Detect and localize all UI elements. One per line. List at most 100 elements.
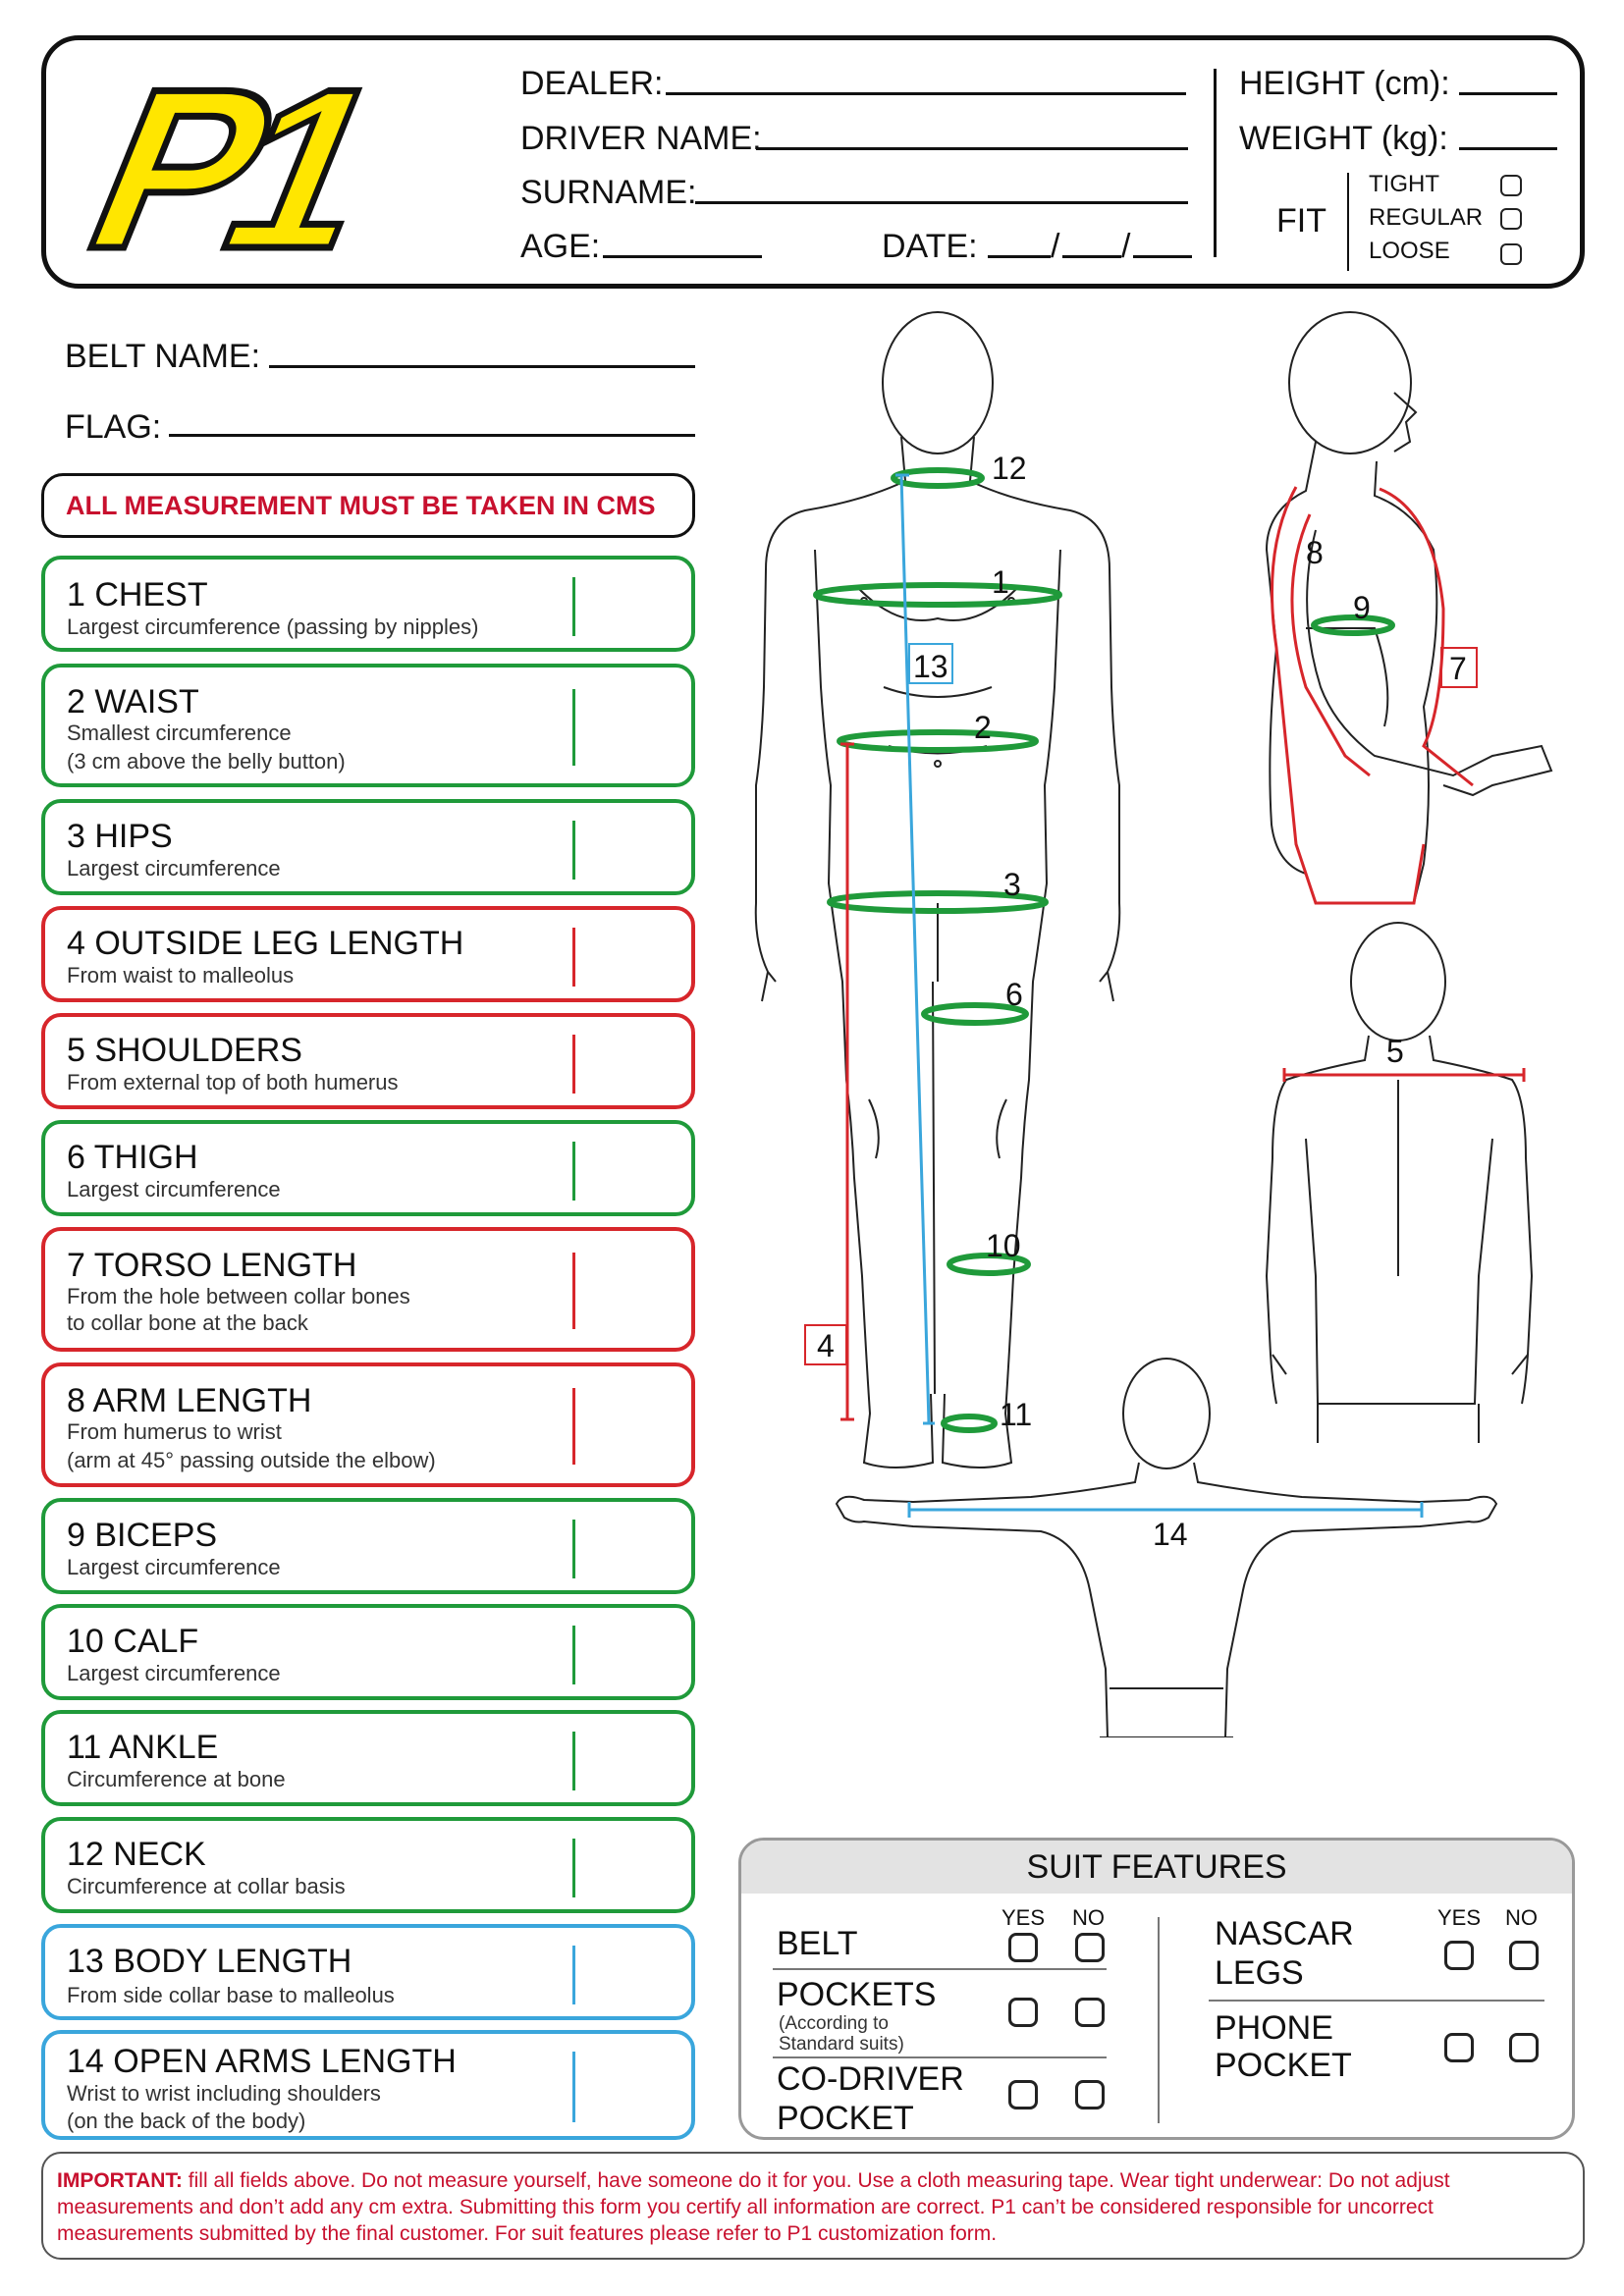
age-label: AGE:: [520, 228, 601, 265]
nascar-legs-label: LEGS: [1215, 1954, 1304, 1992]
date-label: DATE:: [882, 228, 978, 265]
codriver-pocket-no-checkbox[interactable]: [1075, 2080, 1105, 2109]
yes-header: YES: [1001, 1905, 1046, 1930]
measurement-input[interactable]: [572, 1388, 575, 1465]
fit-loose-checkbox[interactable]: [1500, 243, 1522, 265]
nascar-legs-no-checkbox[interactable]: [1509, 1941, 1539, 1970]
measurement-description: Largest circumference: [67, 856, 281, 881]
measurement-description: From side collar base to malleolus: [67, 1983, 395, 2007]
measurement-description: From waist to malleolus: [67, 963, 295, 988]
driver-name-field[interactable]: [756, 147, 1188, 150]
fit-regular-checkbox[interactable]: [1500, 208, 1522, 230]
age-field[interactable]: [603, 255, 762, 258]
measurement-title: 5 SHOULDERS: [67, 1032, 302, 1069]
measurement-description: Largest circumference (passing by nipple…: [67, 614, 479, 639]
torso-label: 7: [1449, 651, 1467, 686]
measurement-title: 13 BODY LENGTH: [67, 1943, 352, 1980]
measurement-row-shoulders: 5 SHOULDERS From external top of both hu…: [41, 1013, 695, 1109]
hips-mark: [827, 890, 1049, 914]
weight-label: WEIGHT (kg):: [1239, 120, 1448, 157]
logo-text: P1: [67, 61, 413, 267]
measurement-row-torso-length: 7 TORSO LENGTH From the hole between col…: [41, 1227, 695, 1352]
date-month-field[interactable]: [1062, 255, 1121, 258]
measurement-input[interactable]: [572, 1035, 575, 1094]
divider: [1209, 2000, 1544, 2002]
suit-features-title: SUIT FEATURES: [741, 1841, 1572, 1894]
measurement-input[interactable]: [572, 928, 575, 987]
weight-field[interactable]: [1459, 147, 1557, 150]
measurement-input[interactable]: [572, 1142, 575, 1201]
ankle-mark: [941, 1414, 998, 1433]
phone-pocket-yes-checkbox[interactable]: [1444, 2033, 1474, 2062]
measurement-row-biceps: 9 BICEPS Largest circumference: [41, 1498, 695, 1594]
important-label: IMPORTANT:: [57, 2169, 183, 2192]
biceps-label: 9: [1353, 590, 1371, 625]
measurement-row-hips: 3 HIPS Largest circumference: [41, 799, 695, 895]
measurement-input[interactable]: [572, 689, 575, 766]
waist-label: 2: [974, 710, 992, 745]
hips-label: 3: [1003, 867, 1021, 902]
torso-back-mark: [1271, 486, 1426, 905]
measurement-input[interactable]: [572, 1839, 575, 1897]
arm-length-mark: [1290, 513, 1371, 777]
date-day-field[interactable]: [988, 255, 1051, 258]
fit-label: FIT: [1276, 202, 1326, 240]
measurement-description: Circumference at collar basis: [67, 1874, 346, 1898]
body-length-label: 13: [913, 649, 948, 684]
body-length-label-box: [908, 643, 953, 684]
chest-label: 1: [992, 564, 1009, 600]
measurement-description: (3 cm above the belly button): [67, 749, 346, 774]
important-notice: IMPORTANT: fill all fields above. Do not…: [41, 2152, 1585, 2260]
measurement-input[interactable]: [572, 1520, 575, 1578]
pockets-no-checkbox[interactable]: [1075, 1998, 1105, 2027]
measurement-input[interactable]: [572, 577, 575, 636]
suit-features-panel: SUIT FEATURES YES NO YES NO BELT POCKETS…: [738, 1838, 1575, 2140]
measurement-title: 1 CHEST: [67, 576, 208, 614]
yes-header: YES: [1437, 1905, 1482, 1930]
measurement-row-outside-leg: 4 OUTSIDE LEG LENGTH From waist to malle…: [41, 906, 695, 1002]
phone-pocket-label: POCKET: [1215, 2047, 1352, 2084]
measurement-description: Largest circumference: [67, 1555, 281, 1579]
shoulders-label: 5: [1386, 1034, 1404, 1069]
date-year-field[interactable]: [1133, 255, 1192, 258]
codriver-pocket-label: CO-DRIVER: [777, 2060, 964, 2098]
measurement-row-waist: 2 WAIST Smallest circumference (3 cm abo…: [41, 664, 695, 787]
header-panel: [41, 35, 1585, 289]
measurement-input[interactable]: [572, 1732, 575, 1790]
measurement-title: 12 NECK: [67, 1836, 206, 1873]
dealer-label: DEALER:: [520, 65, 664, 102]
fit-tight-checkbox[interactable]: [1500, 175, 1522, 196]
nascar-legs-label: NASCAR: [1215, 1915, 1354, 1952]
calf-mark: [947, 1253, 1031, 1276]
measurement-description: to collar bone at the back: [67, 1310, 308, 1335]
belt-yes-checkbox[interactable]: [1008, 1933, 1038, 1962]
header-divider: [1214, 69, 1217, 257]
fit-regular-label: REGULAR: [1369, 204, 1484, 231]
pockets-note: (According to: [779, 2013, 889, 2034]
dealer-field[interactable]: [666, 92, 1186, 95]
surname-field[interactable]: [695, 201, 1188, 204]
open-arms-label: 14: [1153, 1517, 1188, 1552]
measurement-input[interactable]: [572, 821, 575, 880]
measurement-input[interactable]: [572, 1253, 575, 1329]
measurement-description: Smallest circumference: [67, 721, 292, 745]
side-body-figure: [1265, 311, 1553, 904]
nascar-legs-yes-checkbox[interactable]: [1444, 1941, 1474, 1970]
measurement-row-neck: 12 NECK Circumference at collar basis: [41, 1817, 695, 1913]
fit-tight-label: TIGHT: [1369, 171, 1439, 197]
measurement-input[interactable]: [572, 1946, 575, 2004]
measurement-input[interactable]: [572, 1626, 575, 1684]
measurement-input[interactable]: [572, 2052, 575, 2122]
flag-field[interactable]: [169, 434, 695, 437]
pockets-note: Standard suits): [779, 2034, 904, 2055]
belt-no-checkbox[interactable]: [1075, 1933, 1105, 1962]
important-text: fill all fields above. Do not measure yo…: [57, 2169, 1450, 2245]
belt-name-field[interactable]: [269, 365, 695, 368]
measurement-row-open-arms: 14 OPEN ARMS LENGTH Wrist to wrist inclu…: [41, 2030, 695, 2140]
height-field[interactable]: [1459, 92, 1557, 95]
pockets-yes-checkbox[interactable]: [1008, 1998, 1038, 2027]
codriver-pocket-yes-checkbox[interactable]: [1008, 2080, 1038, 2109]
leg-label-box: [804, 1324, 847, 1365]
phone-pocket-no-checkbox[interactable]: [1509, 2033, 1539, 2062]
ankle-label: 11: [1000, 1397, 1032, 1432]
